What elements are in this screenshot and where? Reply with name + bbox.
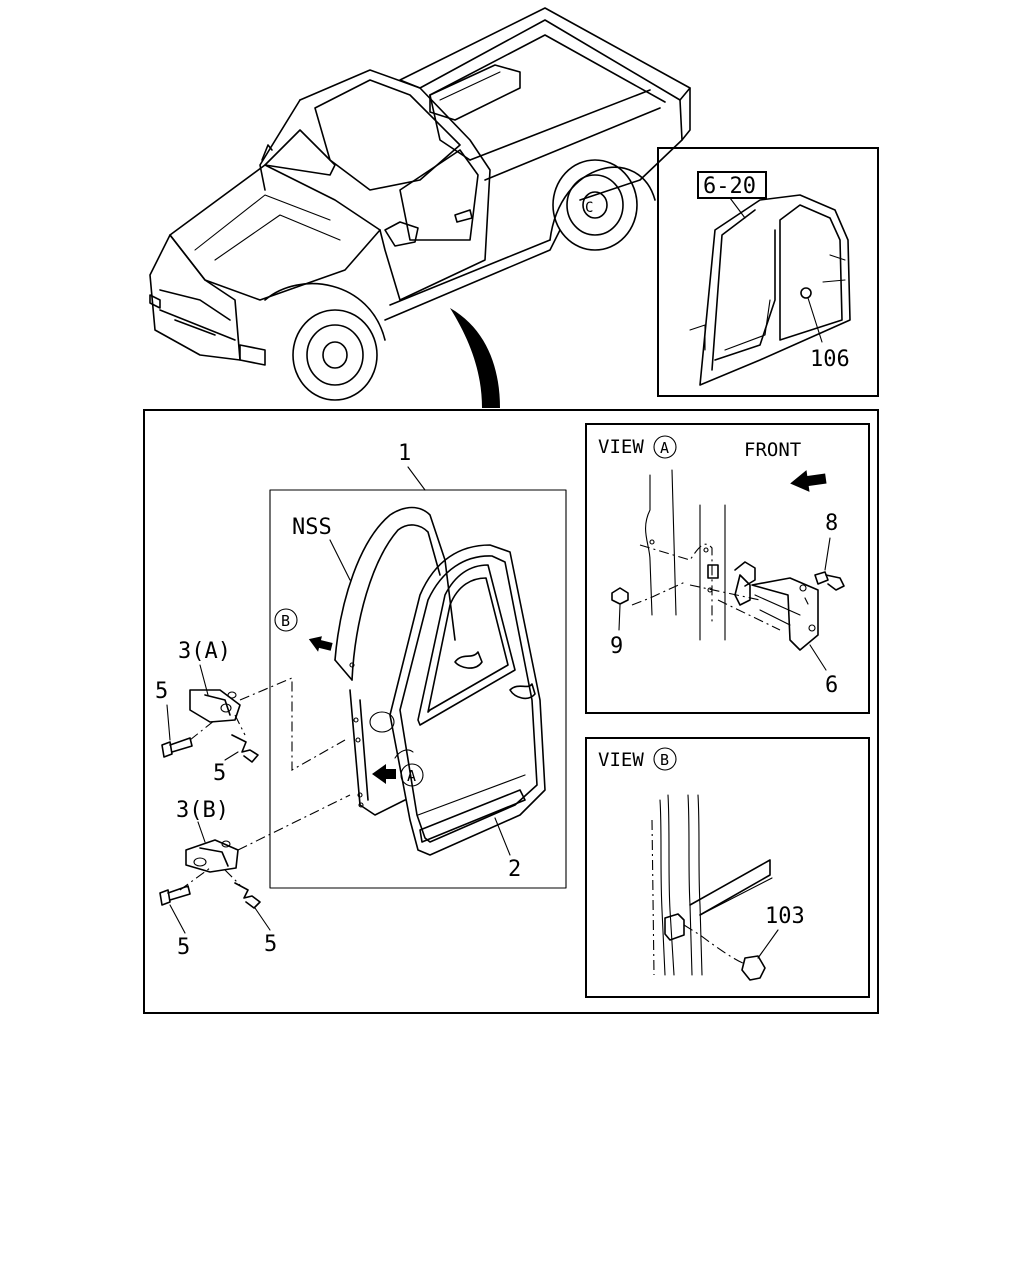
part-1-label: 1: [398, 441, 411, 466]
pickup-truck-illustration: C: [149, 7, 691, 401]
bolt-lower-left: [159, 885, 191, 906]
part-6-label: 6: [825, 673, 838, 698]
part-9-label: 9: [610, 634, 623, 659]
part-5-label-3: 5: [177, 935, 190, 960]
view-b-arrow: [308, 636, 333, 652]
view-b-title-word: VIEW: [598, 749, 644, 771]
view-a-title-circle: [653, 435, 677, 459]
part-8-label: 8: [825, 511, 838, 536]
hinge-lower: [185, 839, 239, 873]
ref-6-20-box: 6-20: [697, 171, 767, 199]
view-a-title-letter: A: [660, 439, 669, 457]
hinge-upper: [189, 689, 241, 723]
part-3a-label: 3(A): [178, 639, 231, 664]
front-label: FRONT: [744, 439, 801, 461]
view-b-marker: B: [274, 608, 298, 632]
front-arrow: [790, 470, 827, 492]
view-b-title-letter: B: [660, 751, 669, 769]
bolt-upper-right: [231, 734, 259, 763]
door-opening-pillar: [334, 506, 456, 816]
door-group-box: [269, 489, 567, 889]
svg-text:B: B: [281, 612, 290, 630]
part-5-label-1: 5: [155, 679, 168, 704]
body-side-frame-illustration: [689, 194, 851, 386]
part-3b-label: 3(B): [176, 798, 229, 823]
main-diagram-frame: [143, 409, 879, 1014]
view-a-panel: [585, 423, 870, 714]
view-b-panel: [585, 737, 870, 998]
front-door-panel: [389, 544, 546, 856]
view-a-arrow: [372, 764, 396, 784]
view-b-detail: [651, 794, 773, 981]
part-106-label: 106: [810, 347, 850, 372]
view-a-title-word: VIEW: [598, 436, 644, 458]
pointer-arrow: [450, 308, 500, 408]
view-b-title-circle: [653, 747, 677, 771]
svg-text:C: C: [585, 200, 593, 216]
part-103-label: 103: [765, 904, 805, 929]
reference-panel-frame: [657, 147, 879, 397]
ref-box-label: 6-20: [703, 174, 756, 199]
part-5-label-2: 5: [213, 761, 226, 786]
nss-label: NSS: [292, 515, 332, 540]
part-2-label: 2: [508, 857, 521, 882]
view-a-detail: [611, 469, 845, 651]
bolt-lower-right: [234, 882, 261, 909]
part-5-label-4: 5: [264, 932, 277, 957]
svg-text:A: A: [407, 767, 416, 785]
view-a-marker: A: [400, 763, 424, 787]
bolt-upper-left: [161, 737, 193, 758]
